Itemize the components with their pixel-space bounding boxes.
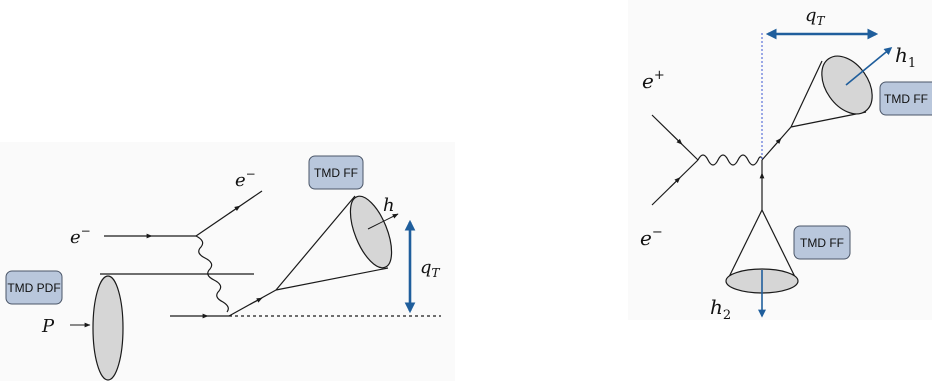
outgoing-electron-arrow	[228, 205, 241, 214]
cone-upper-edge	[275, 195, 356, 291]
annihilation-diagram: TMD FF TMD FF e+ e− h1 h2 qT	[628, 0, 932, 323]
virtual-photon-wavy-line	[195, 235, 229, 313]
label-h2: h2	[710, 295, 731, 323]
label-outgoing-electron: e−	[235, 167, 256, 191]
label-qt-right: qT	[805, 5, 826, 28]
upper-cone-edge-2	[790, 111, 867, 128]
positron-arrow	[671, 134, 683, 145]
label-qt-left: qT	[420, 257, 441, 280]
sidis-diagram: TMD PDF TMD FF e− e− P h qT	[0, 142, 455, 381]
label-h1: h1	[895, 43, 916, 71]
tmd-pdf-box	[5, 270, 63, 305]
cone-lower-edge	[275, 267, 389, 291]
h1-momentum-arrow	[845, 46, 893, 86]
right-panel-background	[628, 0, 932, 320]
tmd-ff-box-top	[879, 81, 932, 116]
tmd-ff-label-left: TMD FF	[314, 166, 358, 180]
tmd-pdf-label: TMD PDF	[7, 281, 60, 295]
quark-upper-arrow	[771, 137, 782, 149]
electron-arrow	[669, 177, 681, 188]
label-incoming-electron: e−	[70, 224, 91, 248]
proton-blob	[92, 275, 124, 381]
label-proton: P	[41, 316, 55, 337]
fragmentation-cone-blob	[349, 195, 393, 269]
tmd-ff-label-bottom: TMD FF	[800, 236, 844, 250]
label-hadron: h	[383, 195, 395, 216]
hadron-momentum-arrow	[367, 213, 399, 230]
lower-cone-edge-2	[761, 209, 798, 282]
struck-quark-arrow	[249, 297, 263, 305]
lower-cone-edge-1	[726, 209, 763, 282]
label-electron: e−	[640, 225, 663, 250]
photon-wavy-line	[697, 154, 763, 166]
label-positron: e+	[642, 68, 665, 93]
tmd-ff-label-top: TMD FF	[884, 92, 928, 106]
upper-cone-edge-1	[790, 60, 823, 128]
tmd-ff-box-bottom	[793, 225, 851, 260]
tmd-ff-box-left	[308, 155, 364, 190]
